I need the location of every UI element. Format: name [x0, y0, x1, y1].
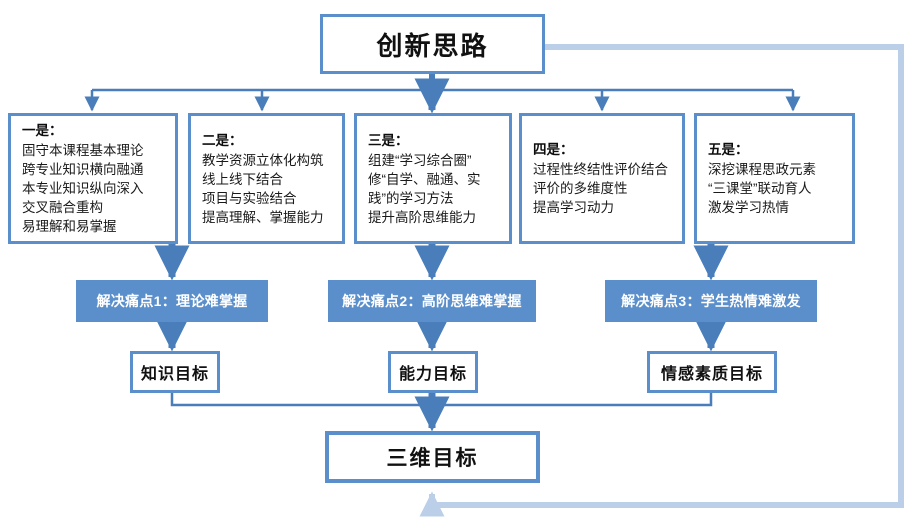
idea-box-1-line-3: 本专业知识纵向深入 [22, 181, 144, 196]
pain-point-bar-2-label: 解决痛点2：高阶思维难掌握 [342, 293, 522, 309]
idea-to-pain-lines [154, 244, 729, 281]
pain-point-bar-3-label: 解决痛点3：学生热情难激发 [621, 293, 801, 309]
idea-box-4-head: 四是： [533, 142, 574, 157]
idea-box-3-line-4: 提升高阶思维能力 [368, 209, 476, 225]
pain-to-goal-lines [154, 316, 729, 352]
idea-box-5-head: 五是： [708, 142, 749, 157]
idea-box-1-line-1: 固守本课程基本理论 [22, 143, 144, 158]
goal-to-final-lines [170, 393, 713, 432]
idea-box-5: 五是： 深挖课程思政元素 “三课堂”联动育人 激发学习热情 [694, 113, 855, 244]
final-goal-box: 三维目标 [325, 431, 540, 483]
idea-box-5-line-3: 激发学习热情 [708, 200, 789, 215]
idea-box-2-line-3: 项目与实验结合 [202, 190, 297, 206]
idea-box-1-line-2: 跨专业知识横向融通 [22, 162, 144, 177]
pain-point-bar-2: 解决痛点2：高阶思维难掌握 [328, 280, 536, 322]
idea-box-5-line-1: 深挖课程思政元素 [708, 162, 816, 177]
idea-box-4-line-3: 提高学习动力 [533, 200, 614, 215]
idea-box-5-line-2: “三课堂”联动育人 [708, 181, 812, 196]
goal-box-ability: 能力目标 [388, 351, 478, 393]
idea-box-2-head: 二是： [202, 132, 243, 148]
idea-box-3-line-1: 组建“学习综合圈” [368, 152, 472, 168]
idea-box-4-line-2: 评价的多维度性 [533, 181, 628, 196]
idea-box-1-line-4: 交叉融合重构 [22, 200, 103, 215]
idea-box-1: 一是： 固守本课程基本理论 跨专业知识横向融通 本专业知识纵向深入 交叉融合重构… [8, 113, 178, 244]
goal-box-emotion: 情感素质目标 [647, 351, 777, 393]
idea-box-3-head: 三是： [368, 132, 409, 148]
bus-drop-lines [84, 78, 801, 114]
goal-box-ability-label: 能力目标 [398, 366, 467, 383]
pain-point-bar-3: 解决痛点3：学生热情难激发 [605, 280, 817, 322]
goal-box-emotion-label: 情感素质目标 [660, 366, 763, 383]
idea-box-4: 四是： 过程性终结性评价结合 评价的多维度性 提高学习动力 [519, 113, 685, 244]
idea-box-1-line-5: 易理解和易掌握 [22, 219, 117, 234]
idea-box-3-line-3: 践”的学习方法 [368, 190, 454, 206]
idea-box-3-line-2: 修“自学、融通、实 [368, 171, 481, 187]
final-goal-label: 三维目标 [386, 447, 479, 470]
goal-box-knowledge: 知识目标 [130, 351, 220, 393]
idea-box-2: 二是： 教学资源立体化构筑 线上线下结合 项目与实验结合 提高理解、掌握能力 [188, 113, 345, 244]
idea-box-3: 三是： 组建“学习综合圈” 修“自学、融通、实 践”的学习方法 提升高阶思维能力 [354, 113, 512, 244]
idea-box-2-line-1: 教学资源立体化构筑 [202, 152, 324, 168]
idea-box-2-line-2: 线上线下结合 [202, 171, 283, 187]
idea-box-1-head: 一是： [22, 123, 63, 138]
title-box: 创新思路 [320, 14, 545, 74]
pain-point-bar-1: 解决痛点1：理论难掌握 [76, 280, 268, 322]
pain-point-bar-1-label: 解决痛点1：理论难掌握 [96, 293, 248, 309]
page-title: 创新思路 [376, 30, 489, 61]
idea-box-2-line-4: 提高理解、掌握能力 [202, 209, 324, 225]
goal-box-knowledge-label: 知识目标 [140, 366, 209, 383]
idea-box-4-line-1: 过程性终结性评价结合 [533, 162, 668, 177]
